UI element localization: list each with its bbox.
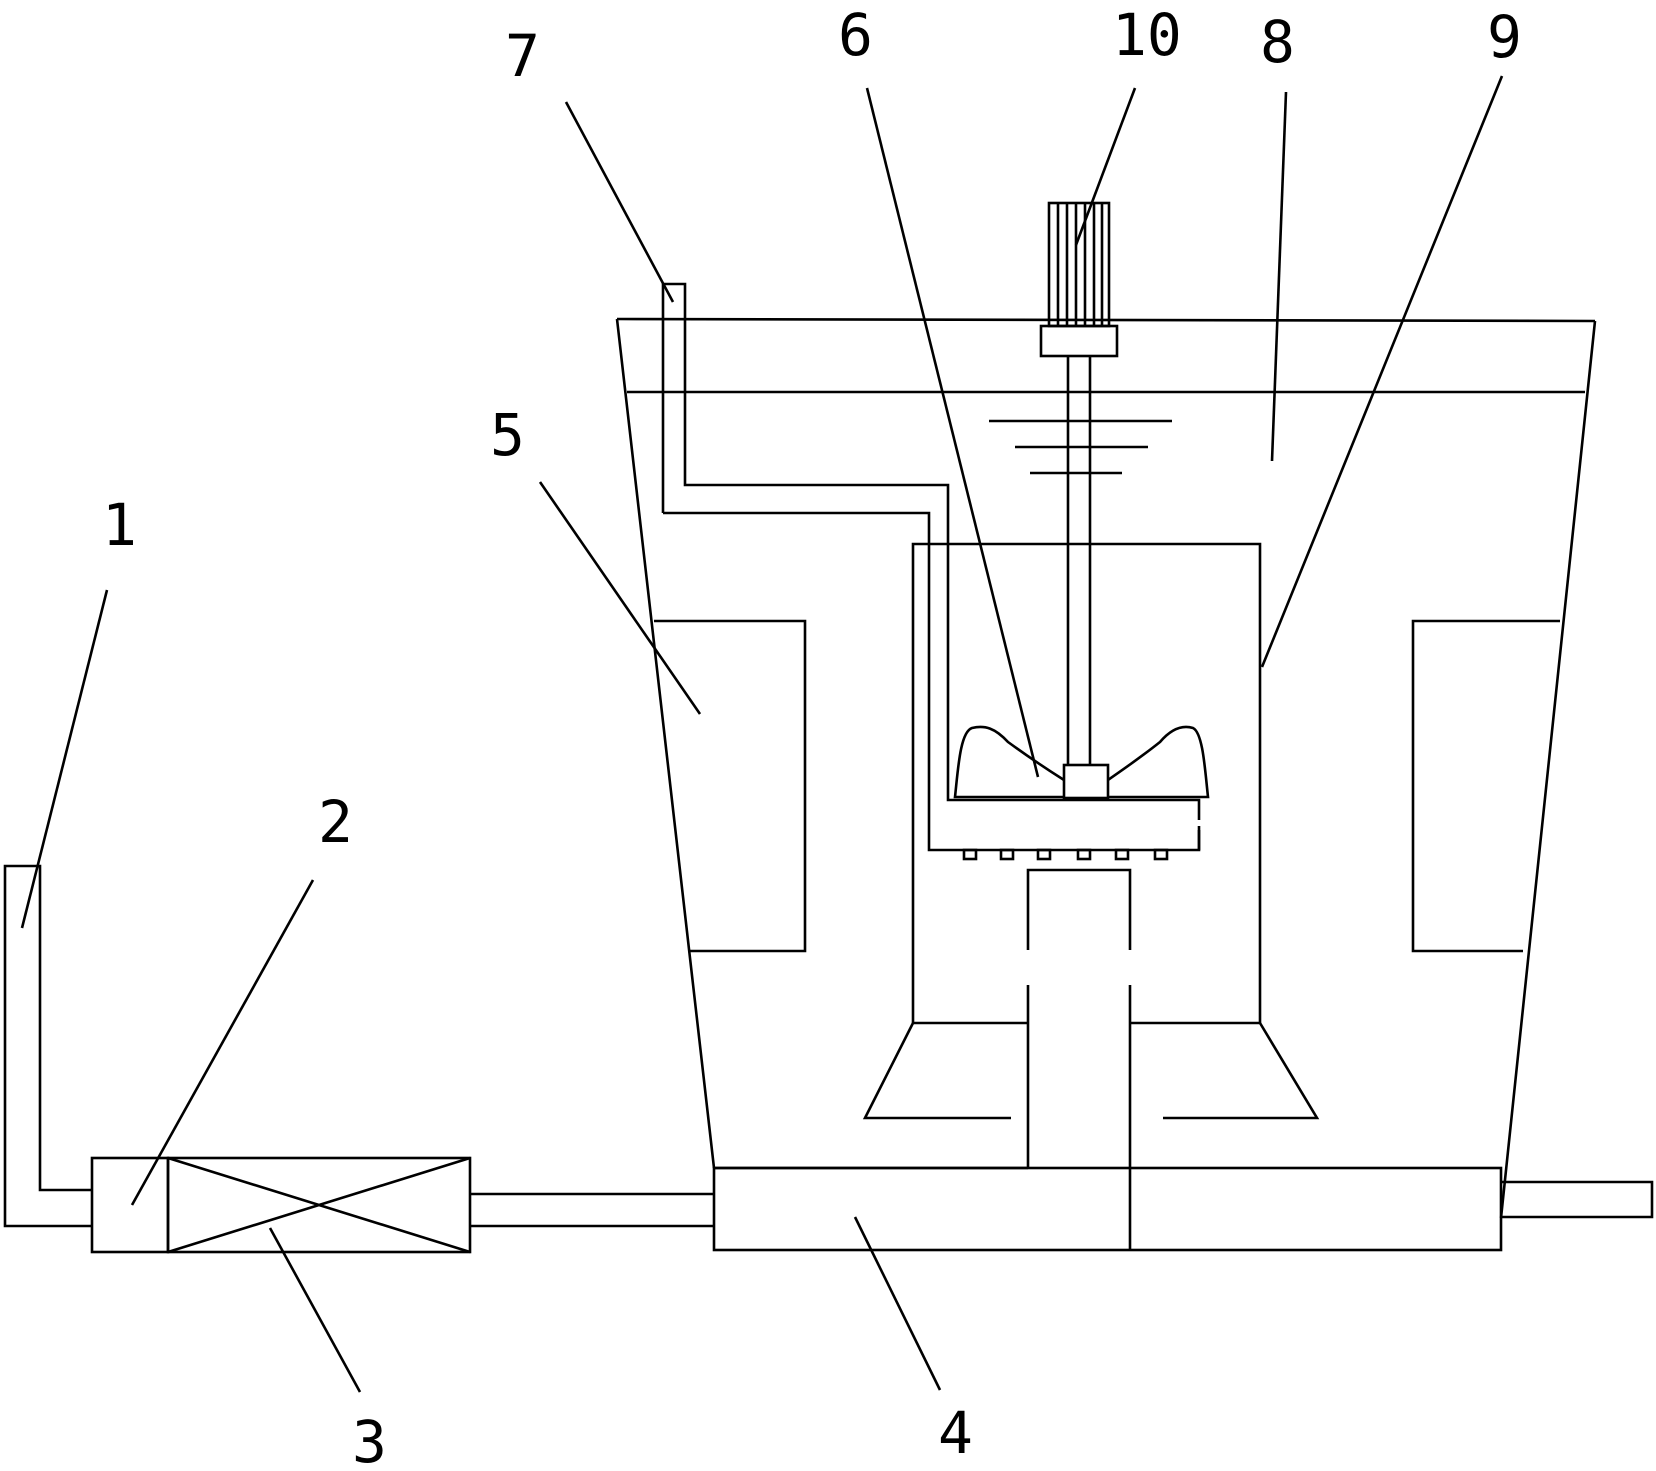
leader-2	[130, 879, 315, 1206]
leader-5	[538, 481, 702, 715]
aeration-pipe	[661, 282, 1201, 852]
callout-8: 8	[1260, 8, 1295, 76]
callout-1: 1	[102, 491, 137, 559]
callout-labels: 1 2 3 4 5 6 7 8 9 10	[102, 1, 1522, 1471]
liquid-level-marks	[989, 419, 1172, 475]
side-panels	[654, 619, 1560, 953]
callout-9: 9	[1487, 3, 1522, 71]
pump-inlet-box	[90, 1156, 170, 1254]
connecting-pipe	[470, 1192, 714, 1228]
agitator-shaft	[1066, 356, 1092, 765]
aerator-nozzles	[962, 848, 1169, 861]
leader-6	[865, 87, 1040, 778]
inlet-pipe	[3, 864, 93, 1228]
leader-10	[1074, 87, 1137, 246]
inner-draft-tube	[862, 542, 1320, 1120]
callout-10: 10	[1112, 1, 1182, 69]
impeller	[953, 725, 1210, 800]
callout-6: 6	[838, 1, 873, 69]
motor	[1039, 201, 1119, 358]
callout-2: 2	[318, 788, 353, 856]
leader-3	[268, 1227, 362, 1393]
leader-9	[1260, 75, 1504, 668]
leader-lines	[20, 75, 1504, 1393]
tank-body	[615, 317, 1597, 1219]
pump-unit	[166, 1156, 472, 1254]
leader-7	[564, 101, 675, 303]
callout-4: 4	[938, 1399, 973, 1467]
callout-7: 7	[505, 22, 540, 90]
central-riser	[714, 868, 1132, 1170]
leader-4	[853, 1216, 942, 1391]
callout-5: 5	[490, 401, 525, 469]
leader-1	[20, 589, 109, 929]
leader-8	[1270, 91, 1288, 462]
base-chamber	[712, 1166, 1503, 1252]
outlet-pipe	[1501, 1180, 1654, 1219]
callout-3: 3	[352, 1408, 387, 1471]
